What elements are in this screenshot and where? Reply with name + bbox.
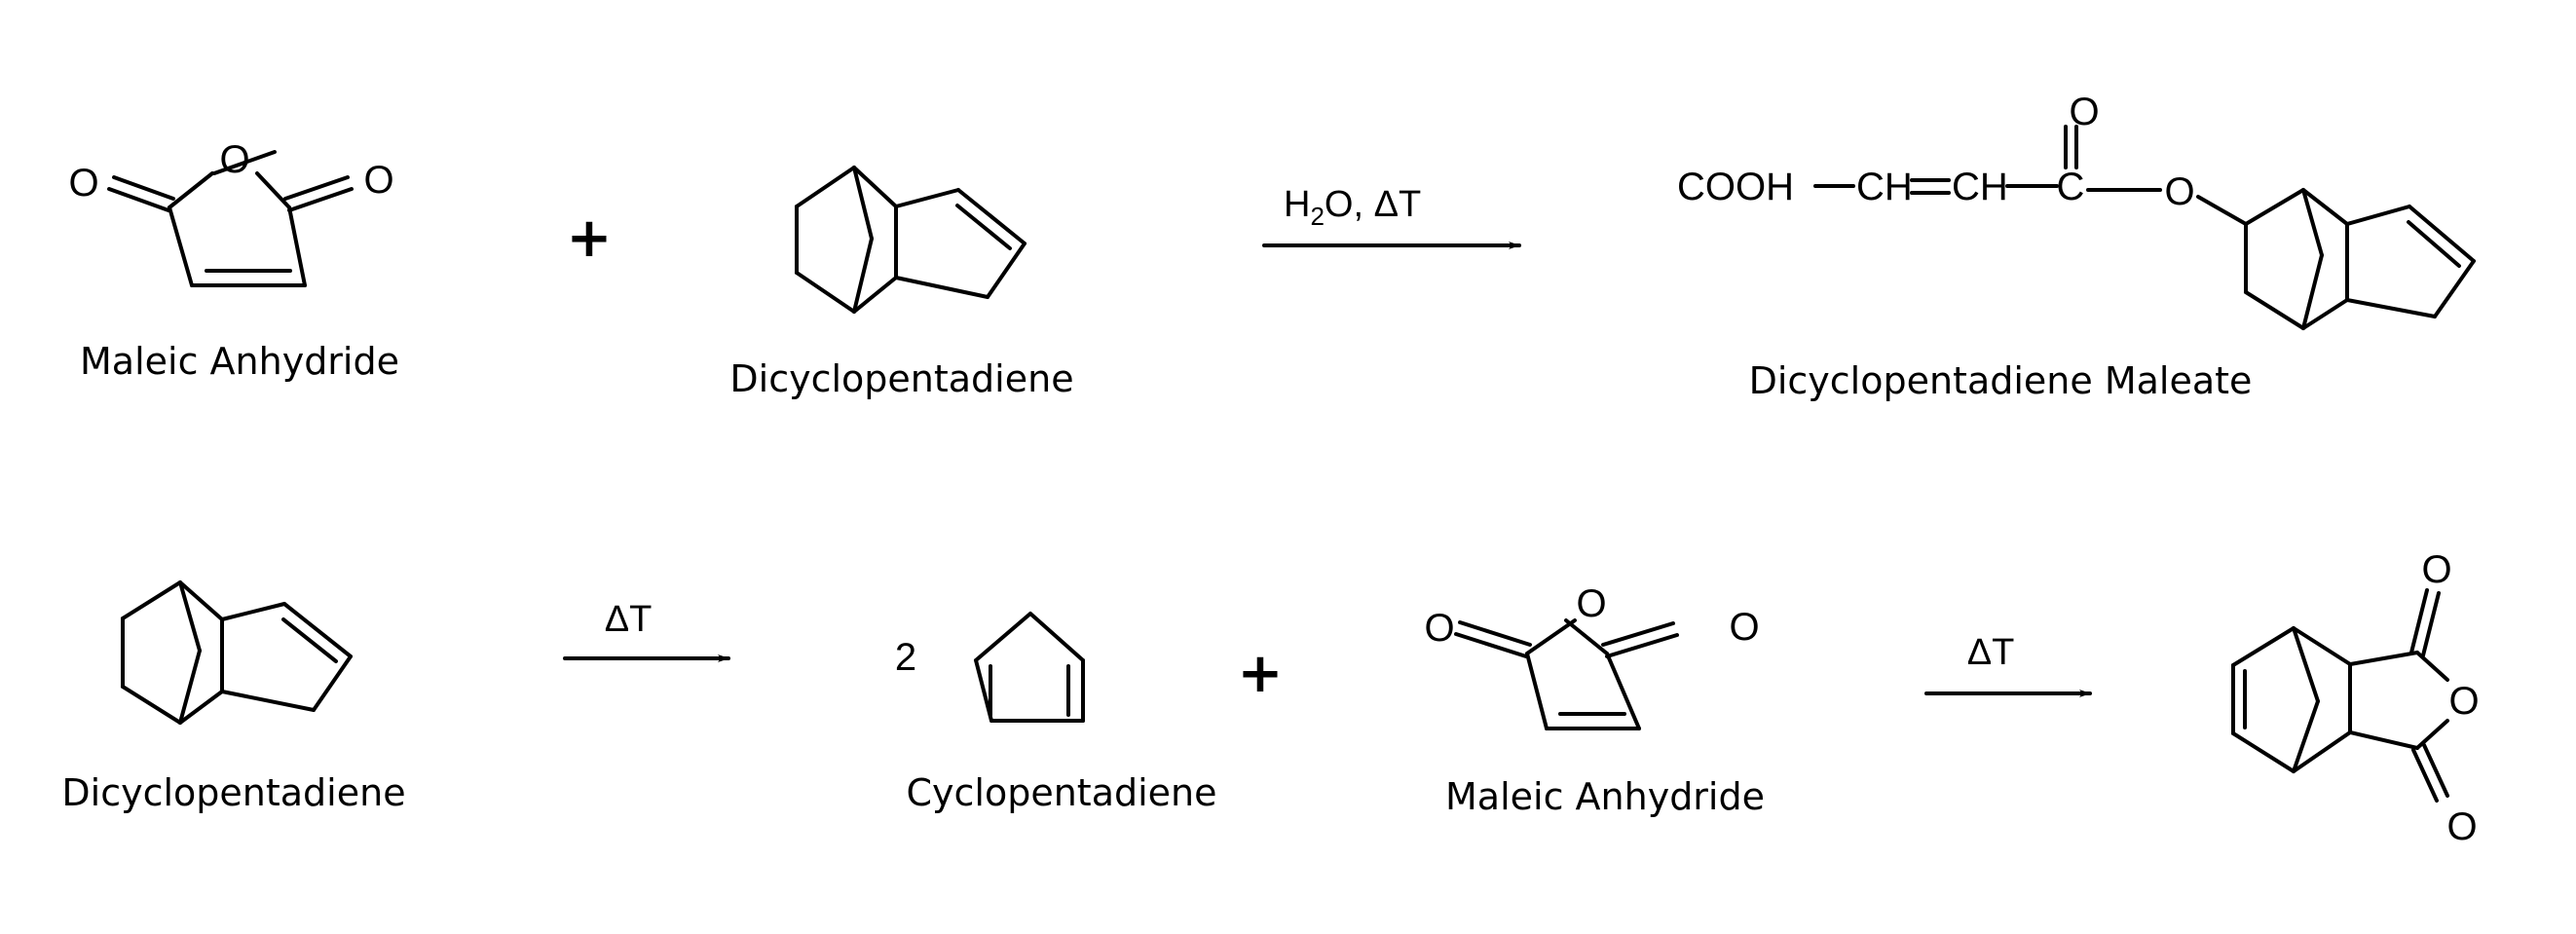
- adduct-top-oxygen: O: [2421, 548, 2451, 591]
- conditions-subscript: 2: [1310, 202, 1324, 231]
- dicyclopentadiene-caption-2: Dicyclopentadiene: [61, 771, 405, 814]
- arrow-3-label: ΔT: [1967, 632, 2015, 673]
- dicyclopentadiene-structure-2: [121, 580, 353, 725]
- diels-alder-adduct-structure: O O O: [2231, 548, 2480, 848]
- chain-cooh: COOH: [1677, 166, 1794, 208]
- cyclopentadiene-caption: Cyclopentadiene: [906, 771, 1216, 814]
- maleic-anhydride-caption-1: Maleic Anhydride: [80, 340, 399, 383]
- dicyclopentadiene-bonds-1: [795, 166, 1027, 314]
- adduct-bonds: [2231, 588, 2449, 803]
- maleic-anhydride-ring-oxygen-1: O: [219, 138, 249, 181]
- carbonyl-oxygen: O: [2069, 91, 2099, 133]
- plus-sign-2: +: [1238, 642, 1284, 705]
- cyclopentadiene-bonds: [974, 612, 1085, 723]
- plus-sign-1: +: [567, 206, 613, 270]
- maleic-anhydride-left-oxygen-1: O: [68, 162, 98, 205]
- maleic-anhydride-left-oxygen-2: O: [1424, 607, 1454, 650]
- adduct-bottom-oxygen: O: [2446, 805, 2477, 848]
- chain-ch-2: CH: [1952, 166, 2008, 208]
- ester-oxygen: O: [2164, 170, 2194, 213]
- chain-ch-1: CH: [1856, 166, 1913, 208]
- maleic-anhydride-right-oxygen-2: O: [1729, 606, 1759, 649]
- maleic-anhydride-bonds-1: [107, 150, 354, 287]
- maleic-anhydride-structure-2: O O O: [1424, 582, 1760, 730]
- conditions-prefix: H: [1284, 184, 1310, 225]
- arrow-2-label: ΔT: [605, 599, 653, 640]
- chain-carbonyl-c: C: [2057, 166, 2085, 208]
- maleate-bicyclic-bonds: [2196, 188, 2476, 330]
- dicyclopentadiene-caption-1: Dicyclopentadiene: [729, 357, 1073, 400]
- maleic-anhydride-ring-oxygen-2: O: [1576, 582, 1606, 625]
- dicyclopentadiene-structure-1: [795, 166, 1027, 314]
- conditions-suffix: O, ΔT: [1325, 184, 1421, 225]
- dicyclopentadiene-maleate-caption: Dicyclopentadiene Maleate: [1749, 359, 2253, 402]
- stoichiometric-coefficient: 2: [895, 636, 916, 679]
- cyclopentadiene-structure: [974, 612, 1085, 723]
- reaction-conditions-1: H2O, ΔT: [1284, 184, 1421, 231]
- dicyclopentadiene-maleate-structure: COOH CH CH C O O: [1677, 91, 2476, 330]
- adduct-ring-oxygen: O: [2448, 680, 2479, 723]
- maleic-anhydride-structure-1: O O O: [68, 138, 394, 287]
- dicyclopentadiene-bonds-2: [121, 580, 353, 725]
- maleic-anhydride-bonds-2: [1454, 618, 1679, 730]
- maleic-anhydride-caption-2: Maleic Anhydride: [1445, 775, 1765, 818]
- maleic-anhydride-right-oxygen-1: O: [363, 159, 393, 202]
